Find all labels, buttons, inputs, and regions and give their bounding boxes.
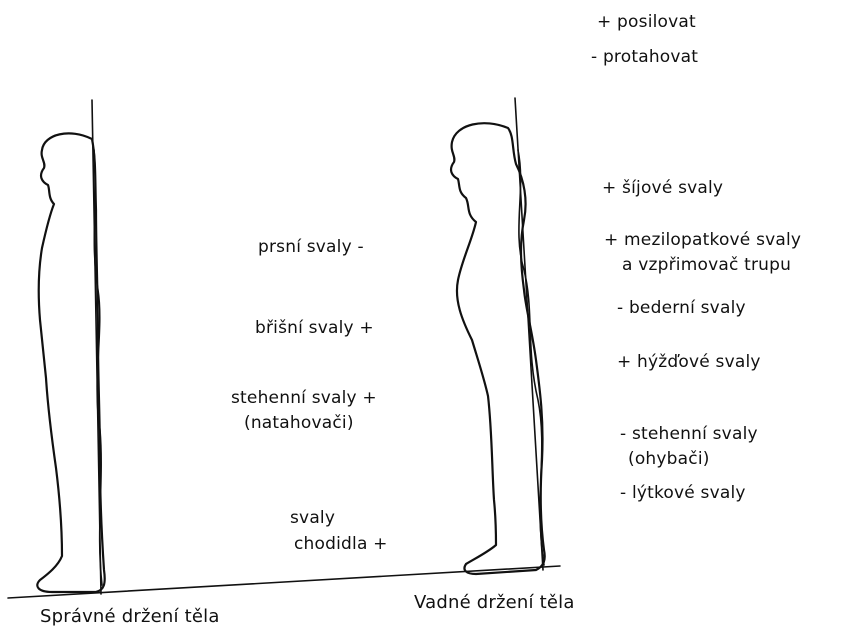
label-thigh-flexors-line1: - stehenní svaly <box>620 424 758 444</box>
label-foot-muscles-line1: svaly <box>290 508 335 528</box>
label-chest-muscles: prsní svaly - <box>258 237 364 257</box>
label-gluteal-muscles: + hýžďové svaly <box>617 352 761 372</box>
legend-stretch: - protahovat <box>591 47 698 67</box>
legend-strengthen: + posilovat <box>597 12 696 32</box>
label-thigh-flexors-line2: (ohybači) <box>628 449 710 469</box>
label-neck-muscles: + šíjové svaly <box>602 178 723 198</box>
caption-incorrect-posture: Vadné držení těla <box>414 593 575 613</box>
label-calf-muscles: - lýtkové svaly <box>620 483 746 503</box>
label-interscapular-line2: a vzpřimovač trupu <box>622 255 791 275</box>
label-thigh-extensors-line1: stehenní svaly + <box>231 388 377 408</box>
label-lumbar-muscles: - bederní svaly <box>617 298 746 318</box>
label-foot-muscles-line2: chodidla + <box>294 534 388 554</box>
label-interscapular-line1: + mezilopatkové svaly <box>604 230 801 250</box>
label-abdominal-muscles: břišní svaly + <box>255 318 374 338</box>
label-thigh-extensors-line2: (natahovači) <box>244 413 354 433</box>
caption-correct-posture: Správné držení těla <box>40 607 220 627</box>
